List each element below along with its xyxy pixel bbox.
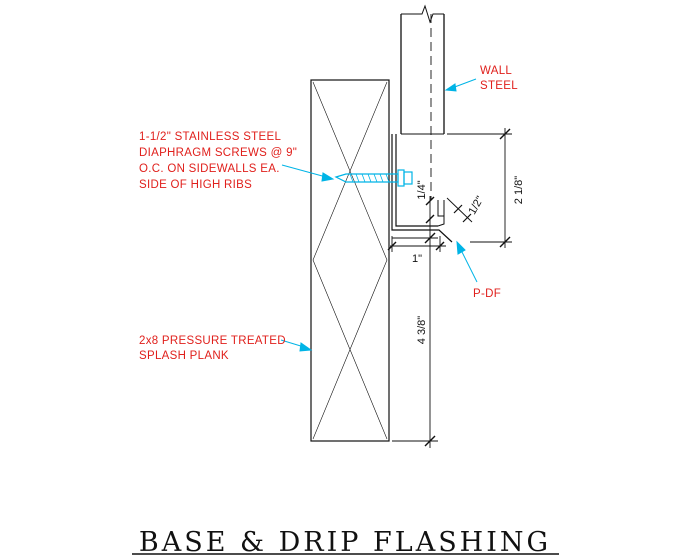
flashing-hook bbox=[437, 200, 445, 217]
dimension-4-3-8 bbox=[392, 232, 438, 448]
leader-plank bbox=[280, 339, 313, 352]
dim-label-2-1-8: 2 1/8" bbox=[513, 176, 525, 204]
drawing-title: BASE & DRIP FLASHING bbox=[139, 527, 551, 558]
wall-break-symbol bbox=[401, 4, 444, 24]
wall-steel-line-2: STEEL bbox=[480, 80, 518, 92]
dimension-2-1-8 bbox=[447, 128, 512, 248]
dim-label-1: 1" bbox=[412, 253, 422, 265]
dimension-1-4 bbox=[425, 196, 435, 232]
plank-cross-lines bbox=[312, 81, 388, 440]
plank-line-2: SPLASH PLANK bbox=[139, 350, 229, 362]
screws-label: 1-1/2" STAINLESS STEEL DIAPHRAGM SCREWS … bbox=[139, 131, 297, 191]
leader-lines bbox=[280, 78, 478, 352]
screw-threads bbox=[349, 173, 390, 183]
screws-line-4: SIDE OF HIGH RIBS bbox=[139, 179, 252, 191]
screw-washer bbox=[397, 169, 405, 187]
screws-line-3: O.C. ON SIDEWALLS EA. bbox=[139, 163, 280, 175]
screws-line-2: DIAPHRAGM SCREWS @ 9" bbox=[139, 147, 297, 159]
screw bbox=[334, 169, 413, 187]
wall-steel bbox=[400, 4, 445, 200]
dimension-1-2 bbox=[446, 197, 473, 223]
flashing-inner bbox=[395, 134, 438, 227]
screw-head bbox=[403, 171, 413, 185]
leader-wall-steel bbox=[444, 78, 477, 92]
flashing-hem bbox=[437, 216, 445, 227]
dim-label-1-4: 1/4" bbox=[416, 180, 428, 199]
splash-plank bbox=[310, 79, 390, 442]
plank-outline bbox=[310, 79, 390, 442]
plank-line-1: 2x8 PRESSURE TREATED bbox=[139, 335, 286, 347]
leader-p-df bbox=[456, 240, 478, 283]
plank-label: 2x8 PRESSURE TREATED SPLASH PLANK bbox=[139, 335, 286, 362]
wall-steel-label: WALL STEEL bbox=[480, 65, 518, 92]
wall-steel-line-1: WALL bbox=[480, 65, 512, 77]
part-label-p-df: P-DF bbox=[473, 288, 501, 300]
dim-label-4-3-8: 4 3/8" bbox=[416, 316, 428, 344]
screws-line-1: 1-1/2" STAINLESS STEEL bbox=[139, 131, 281, 143]
leader-screws bbox=[281, 164, 335, 182]
dimension-1 bbox=[387, 236, 446, 252]
dim-label-1-2: 1/2" bbox=[466, 194, 486, 217]
